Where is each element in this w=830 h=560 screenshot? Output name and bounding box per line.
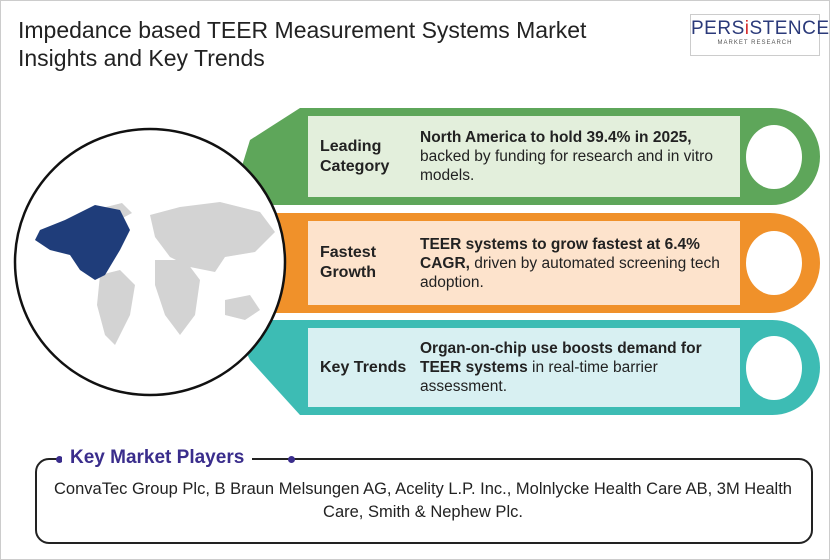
persistence-logo: PERSiSTENCE MARKET RESEARCH	[690, 14, 829, 56]
dot-left	[56, 456, 63, 463]
category-label: Key Trends	[320, 358, 407, 376]
category-label: Fastest Growth	[320, 244, 377, 281]
north-america-highlight	[35, 205, 130, 280]
key-players-box	[35, 458, 813, 544]
insight-text: Organ-on-chip use boosts demand for TEER…	[420, 340, 702, 395]
key-players-list: ConvaTec Group Plc, B Braun Melsungen AG…	[54, 480, 792, 521]
dot-right	[288, 456, 295, 463]
insight-text: North America to hold 39.4% in 2025, bac…	[420, 129, 713, 184]
insight-leading-category: Leading Category North America to hold 3…	[300, 108, 820, 205]
globe-circle	[13, 127, 287, 397]
globe-graphic	[13, 108, 300, 415]
key-players-title: Key Market Players	[62, 447, 253, 469]
page-title: Impedance based TEER Measurement Systems…	[18, 17, 587, 71]
category-label: Leading Category	[320, 137, 390, 175]
insight-fastest-growth: Fastest Growth TEER systems to grow fast…	[300, 213, 820, 313]
insight-key-trends: Key Trends Organ-on-chip use boosts dema…	[300, 320, 820, 415]
insight-text: TEER systems to grow fastest at 6.4% CAG…	[420, 235, 720, 291]
